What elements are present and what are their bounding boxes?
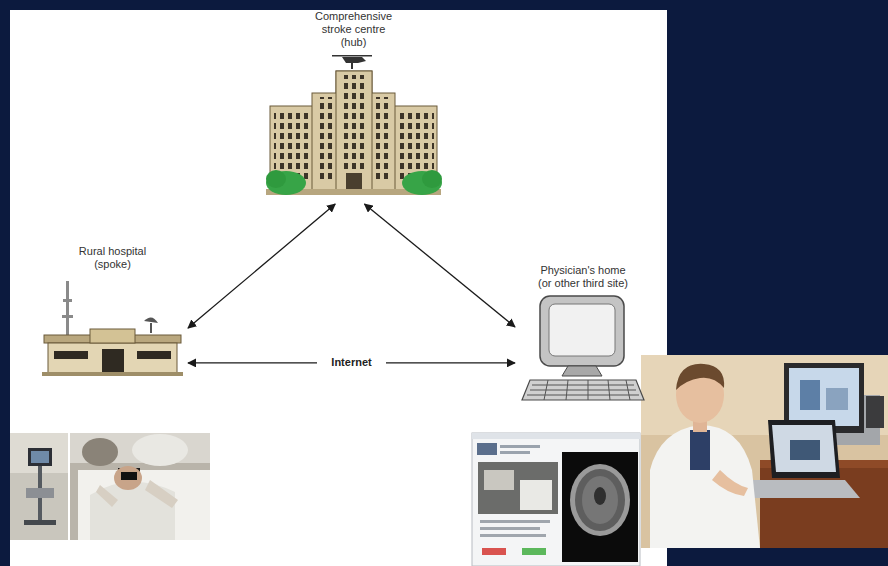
node-label: Physician's home (or other third site) (533, 264, 633, 290)
third-site-node: Physician's home (or other third site) (518, 264, 648, 404)
patient-photo (70, 433, 210, 540)
connector-label: Internet (317, 355, 385, 370)
spoke-node: Rural hospital (spoke) (40, 245, 185, 379)
rural-hospital-icon (40, 279, 185, 379)
node-label: Comprehensive stroke centre (hub) (308, 10, 400, 49)
physician-photo (641, 355, 888, 548)
computer-icon (518, 294, 648, 404)
node-icon (518, 294, 648, 404)
hospital-building-icon (262, 51, 445, 201)
double-arrow-connector (188, 204, 335, 328)
node-icon (262, 51, 445, 201)
hub-node: Comprehensive stroke centre (hub) (262, 10, 445, 201)
cart-photo (10, 433, 68, 540)
node-icon (40, 279, 185, 379)
double-arrow-connector (364, 204, 515, 327)
node-label: Rural hospital (spoke) (71, 245, 155, 271)
telestroke-screenshot (472, 433, 640, 566)
